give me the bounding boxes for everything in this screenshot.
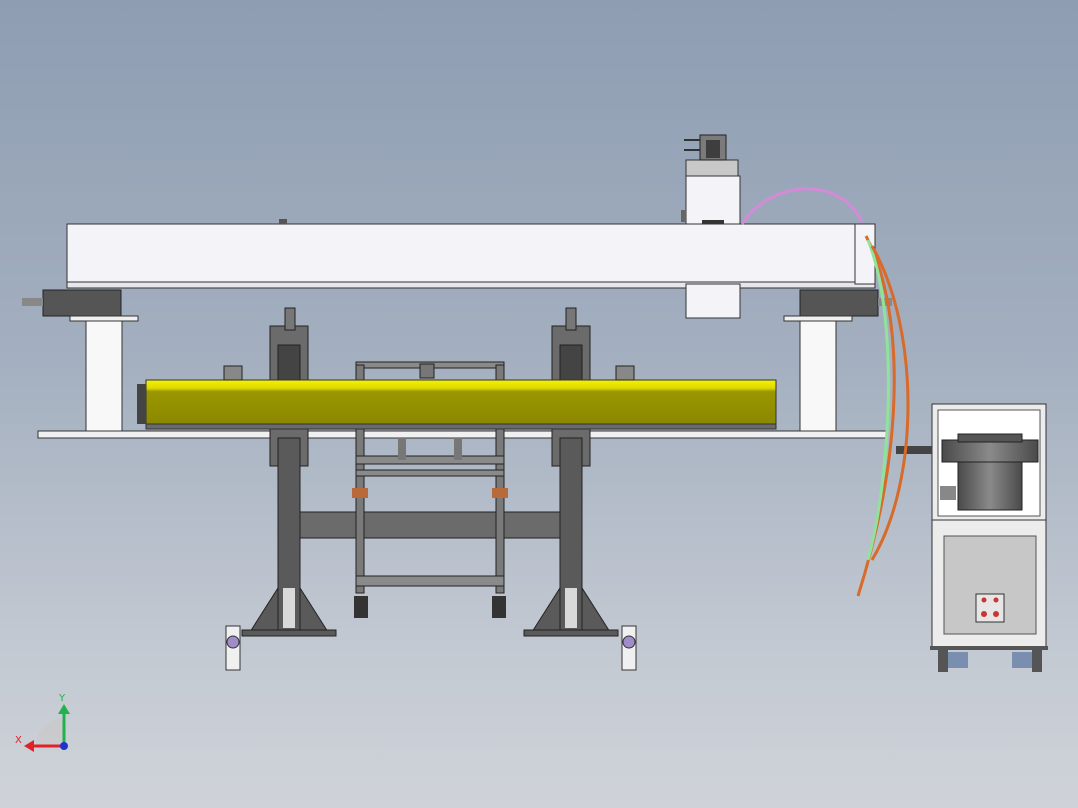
right-support-post[interactable] bbox=[783, 315, 853, 432]
fitting-icon bbox=[684, 139, 700, 151]
vibratory-bowl bbox=[940, 433, 1039, 511]
y-arrow-icon bbox=[58, 704, 70, 714]
yellow-feed-bar[interactable] bbox=[137, 365, 777, 430]
cable-hoses bbox=[740, 187, 910, 597]
right-drive-motor[interactable] bbox=[799, 289, 892, 317]
x-arrow-icon bbox=[24, 740, 34, 752]
left-support-post[interactable] bbox=[69, 315, 139, 432]
y-axis-label: Y bbox=[58, 693, 66, 704]
right-stand[interactable] bbox=[523, 307, 619, 637]
center-cart[interactable] bbox=[352, 361, 508, 618]
z-axis-dot bbox=[60, 742, 68, 750]
stand-crossbeam bbox=[299, 511, 561, 539]
right-caster bbox=[621, 625, 637, 671]
left-drive-motor[interactable] bbox=[22, 289, 122, 317]
coordinate-triad: Y X bbox=[15, 693, 70, 752]
x-axis-label: X bbox=[15, 735, 22, 746]
left-stand[interactable] bbox=[241, 307, 337, 637]
base-plate[interactable] bbox=[37, 430, 887, 439]
gantry-beam[interactable] bbox=[66, 219, 876, 289]
left-caster bbox=[225, 625, 241, 671]
carriage-head[interactable] bbox=[681, 134, 741, 319]
